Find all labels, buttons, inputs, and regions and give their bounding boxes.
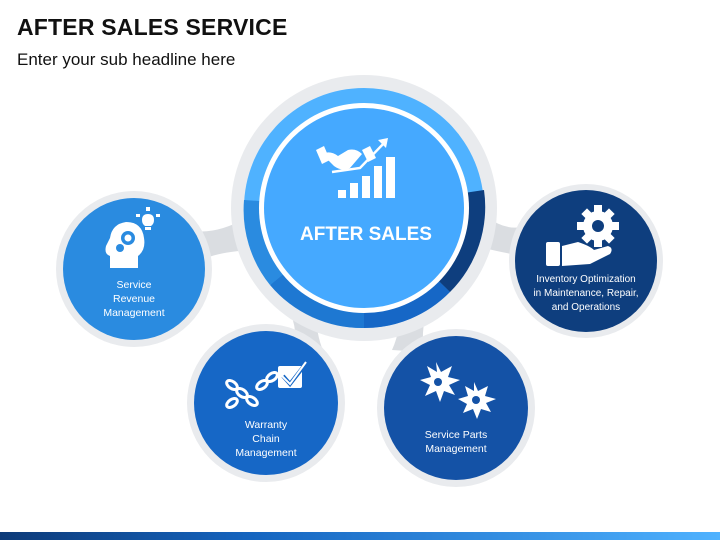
slide-title: AFTER SALES SERVICE (17, 14, 288, 40)
node-label-line-2: Chain (252, 433, 280, 445)
node-label-line-1: Service Parts (425, 429, 487, 441)
footer-gradient-bar (0, 532, 720, 540)
center-disc (264, 108, 464, 308)
node-label-line-1: Warranty (245, 419, 288, 431)
node-service-parts: Service Parts Management (384, 336, 528, 480)
node-label-line-1: Inventory Optimization (536, 274, 636, 285)
node-disc (384, 336, 528, 480)
chain-checkbox-icon (225, 361, 307, 409)
slide-subtitle: Enter your sub headline here (17, 50, 236, 69)
burst-stars-icon (420, 362, 496, 419)
node-label-line-1: Service (116, 279, 151, 291)
node-label-line-2: Management (425, 443, 486, 455)
node-label-line-3: Management (235, 447, 296, 459)
node-warranty-chain: Warranty Chain Management (194, 331, 338, 475)
node-service-revenue: Service Revenue Management (63, 198, 205, 340)
handshake-growth-chart-icon (316, 138, 395, 198)
center-label: AFTER SALES (300, 224, 432, 245)
center-ring (243, 88, 486, 329)
node-inventory-optimization: Inventory Optimization in Maintenance, R… (515, 190, 657, 332)
node-label-line-3: and Operations (552, 302, 620, 313)
hand-gear-icon (546, 205, 619, 266)
node-label-line-2: Revenue (113, 293, 155, 305)
node-label-line-3: Management (103, 307, 164, 319)
node-disc (63, 198, 205, 340)
head-gears-lightbulb-icon (105, 207, 160, 268)
node-label-line-2: in Maintenance, Repair, (533, 288, 638, 299)
